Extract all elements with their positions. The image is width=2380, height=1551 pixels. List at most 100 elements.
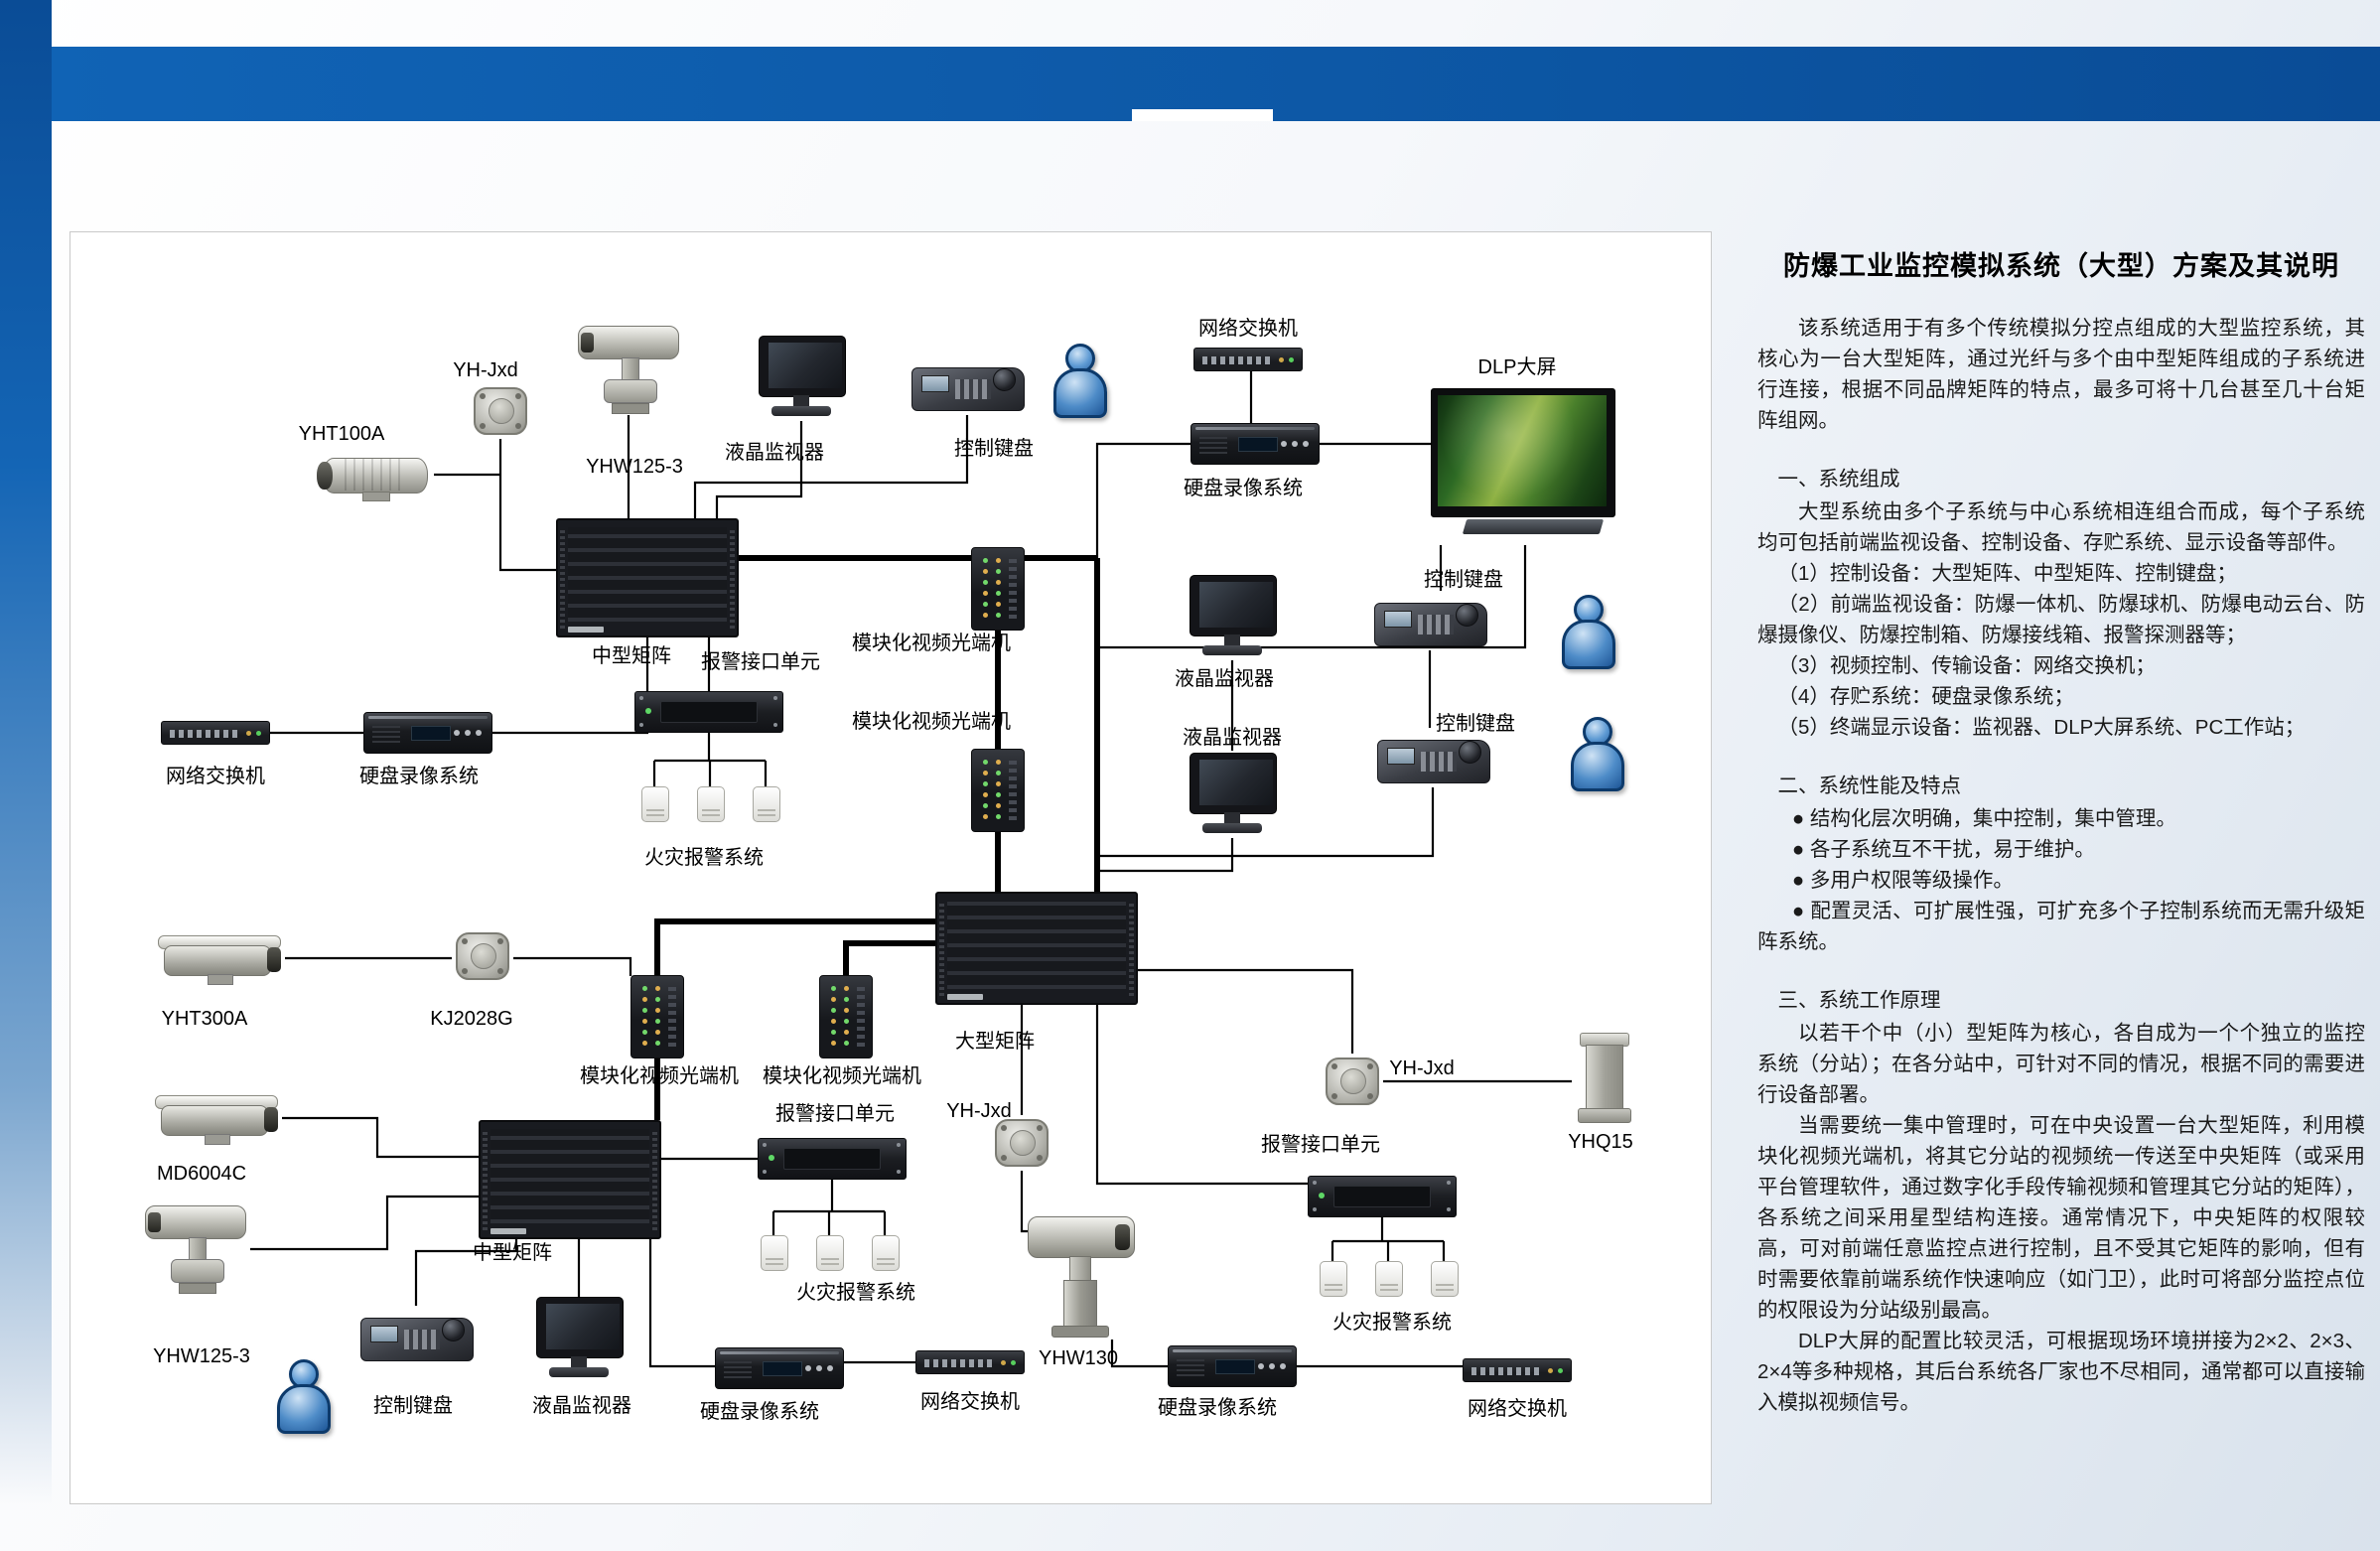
lcd-monitor-mid2-label: 液晶监视器 — [1183, 727, 1282, 749]
yhw125-3-bottom-device-icon — [141, 1203, 250, 1295]
ptz-base-part — [612, 403, 649, 414]
yh-jxd-2-device-icon — [1322, 1054, 1383, 1109]
yht100a-label: YHT100A — [298, 423, 385, 445]
dlp-glow-part — [1438, 395, 1607, 506]
ptz-head-part — [145, 1205, 246, 1239]
mon-base-part — [549, 1367, 609, 1377]
otx-led-part — [831, 986, 836, 991]
ptz-pan-part — [171, 1259, 224, 1283]
fd-part — [761, 1235, 788, 1271]
ptz-pan-part — [604, 379, 657, 403]
fd-part — [872, 1235, 900, 1271]
matrix-large-device-icon — [935, 892, 1138, 1005]
fd-part — [1320, 1261, 1347, 1297]
control-keyboard-mid1-label: 控制键盘 — [1424, 569, 1503, 591]
md6004c-label: MD6004C — [156, 1163, 247, 1185]
sw-ports-part — [170, 730, 237, 738]
mon-neck-part — [571, 1356, 587, 1367]
fire-alarm-2-device-icon — [759, 1233, 900, 1273]
dvr-btns-part — [476, 730, 482, 736]
lcd-monitor-mid1-label: 液晶监视器 — [1175, 668, 1274, 690]
network-switch-bottom-right-label: 网络交换机 — [1468, 1398, 1567, 1420]
optical-transceiver-3-device-icon — [630, 975, 684, 1058]
jb-cover-part — [471, 943, 496, 969]
alarm-interface-2-device-icon — [758, 1138, 907, 1180]
excam-lens-part — [317, 462, 333, 490]
yhq15-device-icon — [1572, 1031, 1635, 1126]
network-switch-left-device-icon — [161, 721, 270, 745]
au-screw-part — [1313, 1181, 1317, 1185]
kb-keys-part — [404, 1330, 440, 1349]
sw-ports-part — [1202, 356, 1270, 364]
excam-ribs-part — [345, 459, 402, 491]
otx-stripe-part — [668, 985, 676, 1047]
panel-paragraph: （2）前端监视设备：防爆一体机、防爆球机、防爆电动云台、防爆摄像仪、防爆控制箱、… — [1757, 593, 2365, 646]
dvr-top-device-icon — [1190, 423, 1320, 465]
optical-transceiver-1-device-icon — [971, 547, 1025, 631]
mx-vent-l-part — [560, 527, 565, 629]
fd-part — [641, 786, 669, 822]
jb-cover-part — [1010, 1130, 1036, 1156]
control-keyboard-top-device-icon — [911, 355, 1025, 415]
alarm-interface-1-label: 报警接口单元 — [701, 651, 820, 673]
excam-body-part — [323, 458, 428, 494]
panel-paragraph: （1）控制设备：大型矩阵、中型矩阵、控制键盘； — [1777, 562, 2237, 585]
jb-cover-part — [1340, 1068, 1366, 1094]
fire-alarm-1-label: 火灾报警系统 — [644, 847, 764, 869]
yq-body-part — [1586, 1045, 1623, 1110]
yhw130-device-icon — [1022, 1212, 1139, 1340]
control-keyboard-mid2-label: 控制键盘 — [1436, 713, 1515, 735]
panel-paragraph: （4）存贮系统：硬盘录像系统； — [1777, 685, 2074, 708]
control-keyboard-top-label: 控制键盘 — [954, 438, 1034, 460]
header-bar-notch — [1132, 109, 1273, 121]
yht300a-label: YHT300A — [161, 1008, 248, 1030]
dlp-base-part — [1462, 519, 1605, 534]
mx-vent-l-part — [483, 1129, 488, 1230]
yhw125-3-top-label: YHW125-3 — [586, 456, 683, 478]
excam2-body-part — [161, 1105, 268, 1136]
fd-part — [697, 786, 725, 822]
header-bar — [52, 47, 2380, 121]
optical-transceiver-4-device-icon — [819, 975, 873, 1058]
operator-1-person-icon — [1050, 344, 1107, 418]
matrix-medium-bottom-device-icon — [479, 1120, 661, 1239]
network-switch-left-label: 网络交换机 — [166, 766, 265, 787]
kb-screen-part — [370, 1326, 398, 1342]
left-accent-strip — [0, 0, 52, 1551]
fire-alarm-3-label: 火灾报警系统 — [1332, 1312, 1452, 1334]
dvr-bottom-device-icon — [715, 1347, 844, 1389]
mon-base-part — [771, 406, 831, 416]
dvr-left-device-icon — [363, 712, 492, 754]
kb-screen-part — [921, 375, 949, 392]
fd-part — [1375, 1261, 1403, 1297]
network-switch-bottom-right-device-icon — [1463, 1358, 1572, 1382]
excam2-mount-part — [205, 1134, 230, 1145]
pr-body-part — [277, 1384, 331, 1434]
md6004c-device-icon — [153, 1090, 282, 1146]
sw-led-part — [1558, 1368, 1563, 1373]
lcd-monitor-mid1-device-icon — [1187, 575, 1278, 658]
lcd-monitor-mid2-device-icon — [1187, 753, 1278, 836]
excam2-body-part — [164, 945, 271, 976]
dvr-bottom-right-label: 硬盘录像系统 — [1158, 1397, 1277, 1419]
dvr-disp-part — [1238, 437, 1278, 452]
au-screw-part — [763, 1143, 767, 1147]
au-led-part — [645, 708, 651, 714]
ptz-lens-part — [581, 333, 594, 352]
excam2-lens-part — [264, 1107, 278, 1132]
yhq15-label: YHQ15 — [1568, 1131, 1633, 1153]
jb-cover-part — [489, 398, 514, 424]
yh-jxd-2-label: YH-Jxd — [1389, 1058, 1455, 1079]
yhw125-3-top-device-icon — [574, 324, 683, 415]
dvr-trim-part — [1195, 427, 1315, 430]
ptz-lens-part — [148, 1212, 161, 1232]
sw-led-part — [1011, 1360, 1016, 1365]
lcd-monitor-top-label: 液晶监视器 — [725, 442, 824, 464]
kb-screen-part — [1384, 611, 1412, 628]
mx-slots-part — [490, 1129, 649, 1223]
fire-alarm-2-label: 火灾报警系统 — [796, 1282, 915, 1304]
mx-tag-part — [947, 994, 983, 1000]
bptz-col-part — [1063, 1280, 1097, 1328]
control-keyboard-mid2-device-icon — [1377, 728, 1490, 787]
